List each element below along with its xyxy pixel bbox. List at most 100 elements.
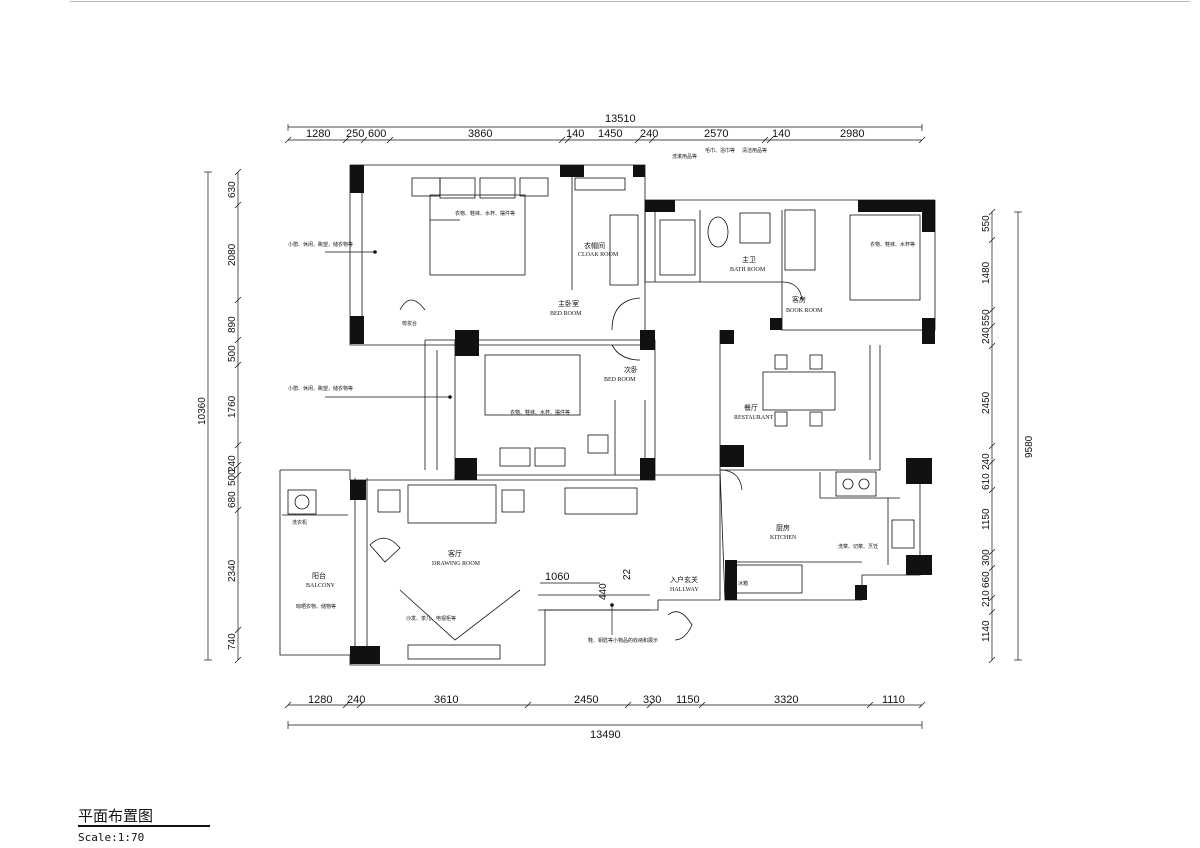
dim-left-8: 680 bbox=[227, 491, 238, 508]
note-fridge: 冰箱 bbox=[738, 580, 748, 587]
dim-bottom-8: 1110 bbox=[882, 694, 905, 706]
dim-inner-width: 1060 bbox=[545, 571, 569, 583]
bathroom-label: 主卫 bbox=[742, 255, 756, 264]
shower-tray bbox=[659, 219, 696, 276]
room-labels: 主卧室 BED ROOM 衣帽间 CLOAK ROOM 主卫 BATH ROOM… bbox=[306, 241, 823, 593]
dimension-tick bbox=[766, 136, 774, 144]
top-dimensions: 13510 1280 250 600 3860 140 1450 240 257… bbox=[284, 113, 926, 144]
hallway-label: 入户玄关 bbox=[670, 575, 698, 584]
dim-bottom-total: 13490 bbox=[590, 729, 621, 741]
balcony-label: 阳台 bbox=[312, 571, 326, 580]
dimension-tick bbox=[634, 136, 642, 144]
dim-right-7: 610 bbox=[981, 473, 992, 490]
note-kitchen: 洗菜、切菜、烹饪 bbox=[838, 543, 878, 550]
balcony-label-en: BALCONY bbox=[306, 583, 336, 589]
annotation-notes: 小憩、休闲、眺望，储衣物等 衣物、鞋袜、水杯、摆件等 小憩、休闲、眺望，储衣物等… bbox=[288, 147, 915, 644]
bottom-dimensions: 1280 240 3610 2450 330 1150 3320 1110 13… bbox=[284, 694, 926, 741]
dim-top-6: 1450 bbox=[598, 128, 622, 140]
dim-left-10: 740 bbox=[227, 633, 238, 650]
tv-cabinet bbox=[407, 644, 501, 660]
dimension-tick bbox=[234, 656, 242, 664]
book-room-label-en: BOOK ROOM bbox=[786, 308, 823, 314]
dimension-tick bbox=[234, 168, 242, 176]
dimension-tick bbox=[558, 136, 566, 144]
dimension-tick bbox=[234, 506, 242, 514]
dimension-tick bbox=[988, 594, 996, 602]
kitchen-label: 厨房 bbox=[776, 523, 790, 532]
dim-right-2: 1480 bbox=[981, 261, 992, 284]
dim-top-10: 2980 bbox=[840, 128, 864, 140]
dimension-tick bbox=[648, 136, 656, 144]
dimension-tick bbox=[918, 136, 926, 144]
note-living: 沙发、茶几、电视柜等 bbox=[406, 615, 456, 622]
drawing-room-label-en: DRAWING ROOM bbox=[432, 561, 481, 567]
dim-bottom-7: 3320 bbox=[774, 694, 798, 706]
note-book-bed: 衣物、鞋袜、水杯等 bbox=[870, 241, 915, 248]
dimension-tick bbox=[624, 701, 632, 709]
dimension-tick bbox=[234, 626, 242, 634]
dimension-tick bbox=[234, 461, 242, 469]
kitchen-door bbox=[719, 469, 743, 491]
note-hall: 鞋、钥匙等小物品的收纳和展示 bbox=[588, 637, 658, 644]
book-room-label: 客房 bbox=[792, 295, 806, 304]
second-bed bbox=[484, 354, 581, 416]
note-master-bed: 衣物、鞋袜、水杯、摆件等 bbox=[455, 210, 515, 217]
dimension-tick bbox=[234, 336, 242, 344]
dim-right-8: 1150 bbox=[981, 508, 992, 530]
toilet bbox=[707, 216, 729, 248]
dimension-tick bbox=[234, 441, 242, 449]
dimension-tick bbox=[234, 296, 242, 304]
dimension-tick bbox=[988, 306, 996, 314]
dimension-tick bbox=[988, 548, 996, 556]
washing-machine bbox=[287, 489, 317, 515]
dimension-tick bbox=[234, 361, 242, 369]
dim-left-2: 2080 bbox=[227, 243, 238, 266]
dim-left-1: 630 bbox=[227, 181, 238, 198]
dim-top-total: 13510 bbox=[605, 113, 636, 125]
dim-bottom-6: 1150 bbox=[676, 694, 700, 706]
left-dimensions: 10360 630 2080 890 500 1760 240 500 680 … bbox=[197, 168, 242, 664]
dim-right-1: 550 bbox=[981, 215, 992, 232]
guest-bed bbox=[849, 214, 921, 301]
drawing-room-label: 客厅 bbox=[448, 549, 462, 558]
dimension-tick bbox=[988, 608, 996, 616]
sink bbox=[891, 519, 915, 549]
restaurant-label: 餐厅 bbox=[744, 403, 758, 412]
dimension-tick bbox=[988, 458, 996, 466]
dimension-tick bbox=[988, 322, 996, 330]
bathroom-label-en: BATH ROOM bbox=[730, 267, 766, 273]
dim-bottom-2: 240 bbox=[347, 694, 365, 706]
dimension-tick bbox=[356, 701, 364, 709]
note-washer: 洗衣机 bbox=[292, 519, 307, 526]
dimension-tick bbox=[646, 701, 654, 709]
dim-left-6: 240 bbox=[227, 455, 238, 472]
dim-right-10: 660 bbox=[981, 571, 992, 588]
dimension-tick bbox=[360, 136, 368, 144]
note-balcony: 晾晒衣物、储物等 bbox=[296, 603, 336, 610]
dim-right-9: 300 bbox=[981, 549, 992, 566]
dim-left-total: 10360 bbox=[197, 397, 208, 425]
inner-dimensions: 1060 440 22 bbox=[540, 568, 633, 600]
dim-left-7: 500 bbox=[227, 469, 238, 486]
drawing-title: 平面布置图 bbox=[78, 807, 154, 825]
note-bath-1: 洗漱用品等 bbox=[672, 153, 697, 160]
hallway-label-en: HALLWAY bbox=[670, 587, 699, 593]
dim-left-9: 2340 bbox=[227, 559, 238, 582]
kitchen-label-en: KITCHEN bbox=[770, 535, 797, 541]
dimension-tick bbox=[918, 701, 926, 709]
dimension-tick bbox=[234, 471, 242, 479]
dim-right-12: 1140 bbox=[981, 620, 992, 642]
dim-top-7: 240 bbox=[640, 128, 658, 140]
note-bath-3: 清洁用品等 bbox=[742, 147, 767, 154]
dimension-tick bbox=[564, 136, 572, 144]
dim-right-5: 2450 bbox=[981, 391, 992, 414]
second-bedroom-label: 次卧 bbox=[624, 365, 638, 374]
dim-top-5: 140 bbox=[566, 128, 584, 140]
stove bbox=[835, 471, 877, 497]
dimension-tick bbox=[284, 701, 292, 709]
dimension-tick bbox=[988, 486, 996, 494]
master-bedroom-label: 主卧室 bbox=[558, 299, 579, 308]
dimension-tick bbox=[284, 136, 292, 144]
dining-table bbox=[762, 371, 836, 411]
